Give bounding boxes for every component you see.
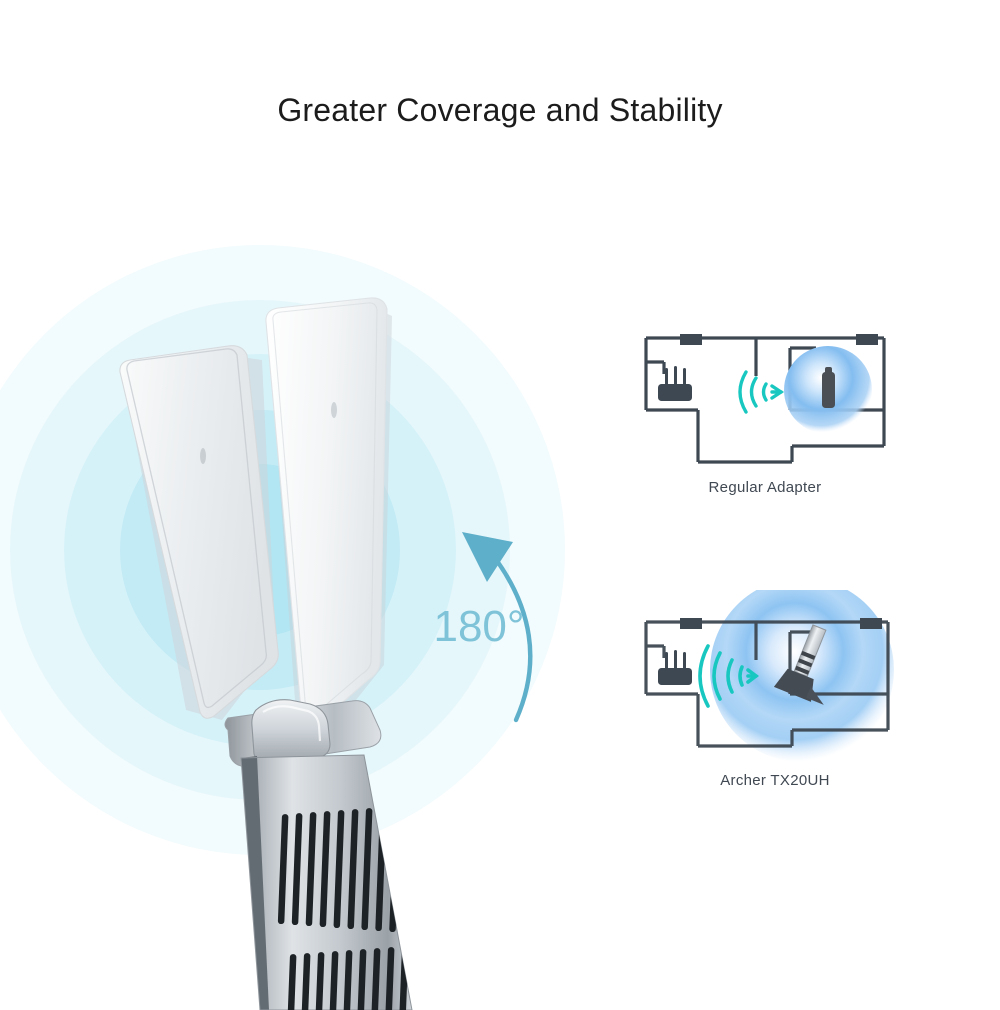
wifi-signal-icon xyxy=(698,644,759,708)
router-icon xyxy=(658,366,692,401)
floorplan-door-blocks xyxy=(680,334,878,345)
floorplan-regular-adapter xyxy=(644,334,886,464)
antenna-panel-right xyxy=(265,297,392,730)
floorplan-door-blocks xyxy=(680,618,882,629)
hero-illustration xyxy=(0,245,565,1010)
label-archer-adapter: Archer TX20UH xyxy=(720,772,830,789)
router-icon xyxy=(658,650,692,685)
product-render xyxy=(119,297,413,1010)
antenna-panel-left xyxy=(119,345,279,720)
wifi-signal-icon xyxy=(738,370,785,414)
usb-adapter-icon xyxy=(822,367,835,408)
page-title: Greater Coverage and Stability xyxy=(277,92,723,128)
rotation-angle-label: 180° xyxy=(433,602,525,651)
rotation-indicator xyxy=(462,532,533,723)
archer-adapter-icon xyxy=(773,624,827,705)
hinge-assembly xyxy=(224,699,382,767)
floorplan-archer-adapter xyxy=(644,590,894,762)
label-regular-adapter: Regular Adapter xyxy=(708,479,822,496)
